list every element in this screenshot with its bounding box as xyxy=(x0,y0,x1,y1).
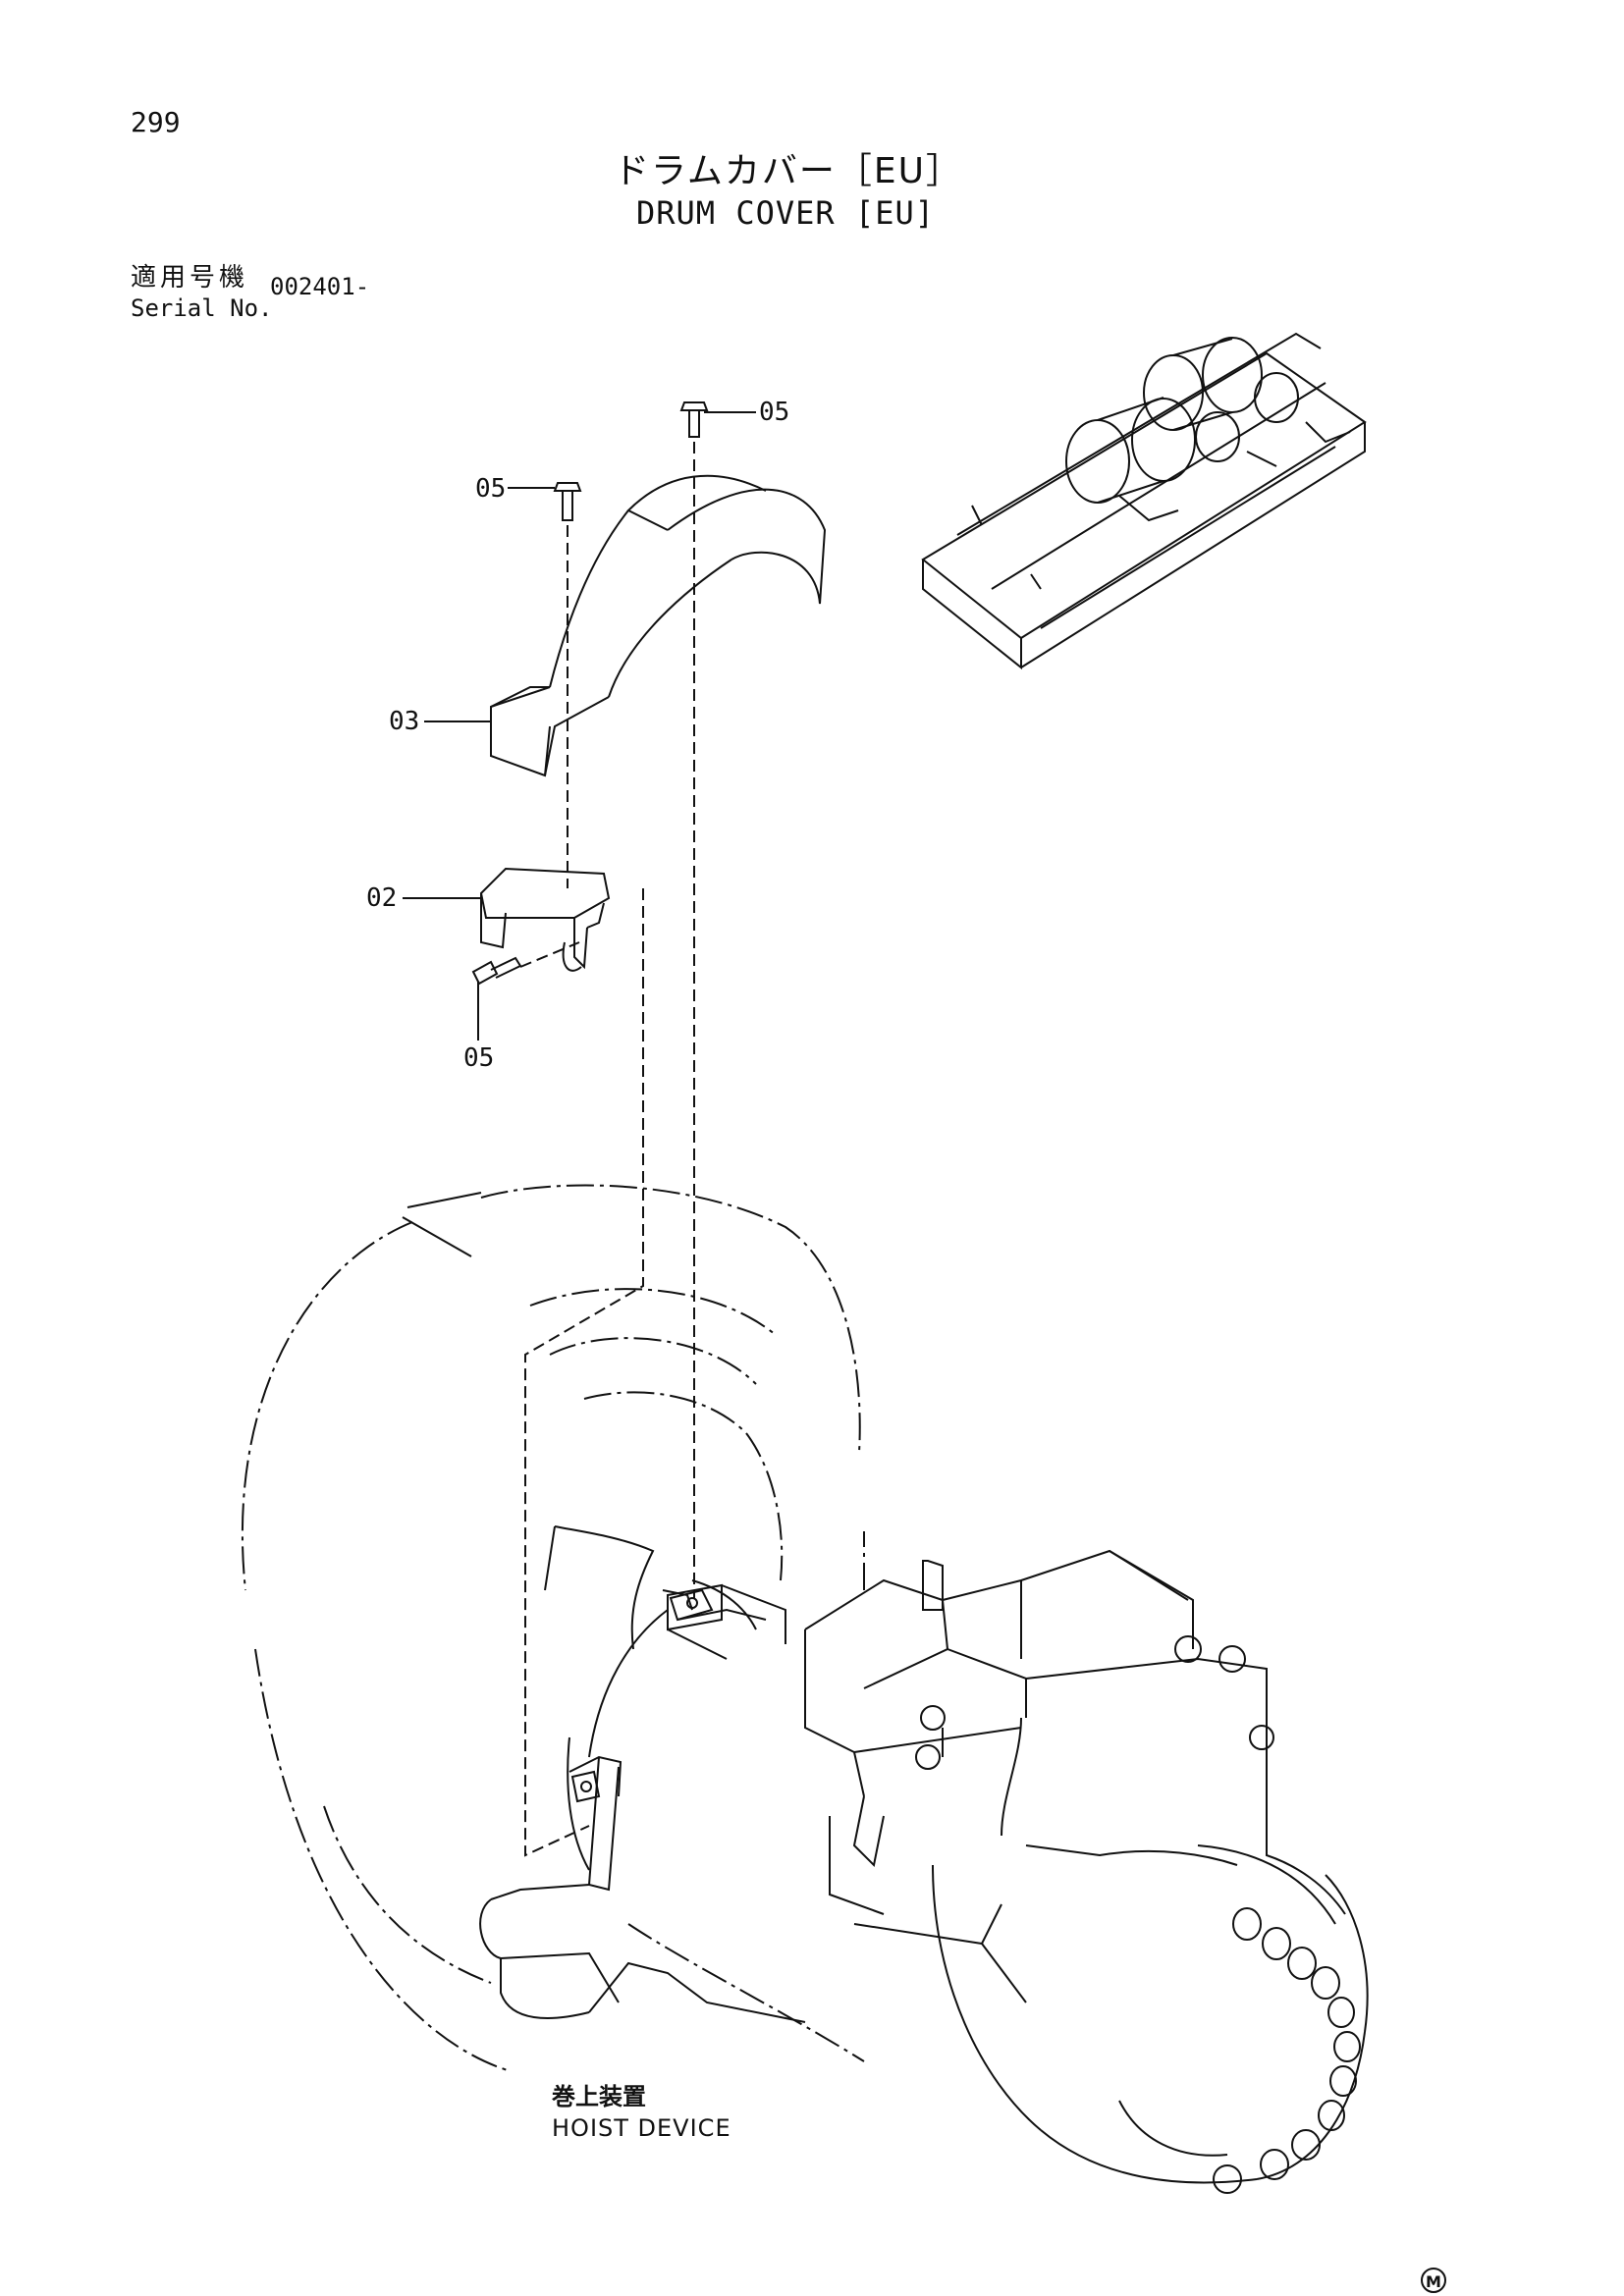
device-label-jp: 巻上装置 xyxy=(552,2083,646,2110)
bolt-part-05 xyxy=(473,402,707,984)
hoist-gearbox xyxy=(480,1551,1368,2182)
serial-label-jp: 適用号機 xyxy=(131,263,249,293)
hoist-drum-body xyxy=(545,1526,766,1890)
gearbox-bolts xyxy=(916,1636,1360,2193)
callout-part-05-bottom: 05 xyxy=(463,1043,495,1073)
assembly-lines xyxy=(520,442,694,1855)
cover-mount-plate xyxy=(572,1590,712,1801)
page-number: 299 xyxy=(131,106,181,138)
callout-part-03: 03 xyxy=(389,707,420,736)
manufacturer-mark-icon: M xyxy=(1421,2268,1446,2293)
device-label-en: HOIST DEVICE xyxy=(552,2114,731,2142)
callout-part-05-top: 05 xyxy=(759,398,790,427)
page-title-en: DRUM COVER [EU] xyxy=(636,194,935,232)
location-inset-icon xyxy=(923,334,1365,667)
leader-lines xyxy=(403,412,756,1041)
serial-number: 002401- xyxy=(270,273,370,300)
hoist-drum-outline xyxy=(243,1186,864,2071)
bracket-part-02 xyxy=(481,869,609,971)
drum-cover-part-03 xyxy=(491,476,825,775)
serial-label-en: Serial No. xyxy=(131,294,273,322)
drum-edge-line xyxy=(403,1217,471,1256)
page-title-jp: ドラムカバー［EU］ xyxy=(614,151,964,191)
callout-part-05-left: 05 xyxy=(475,474,507,504)
callout-part-02: 02 xyxy=(366,883,398,913)
